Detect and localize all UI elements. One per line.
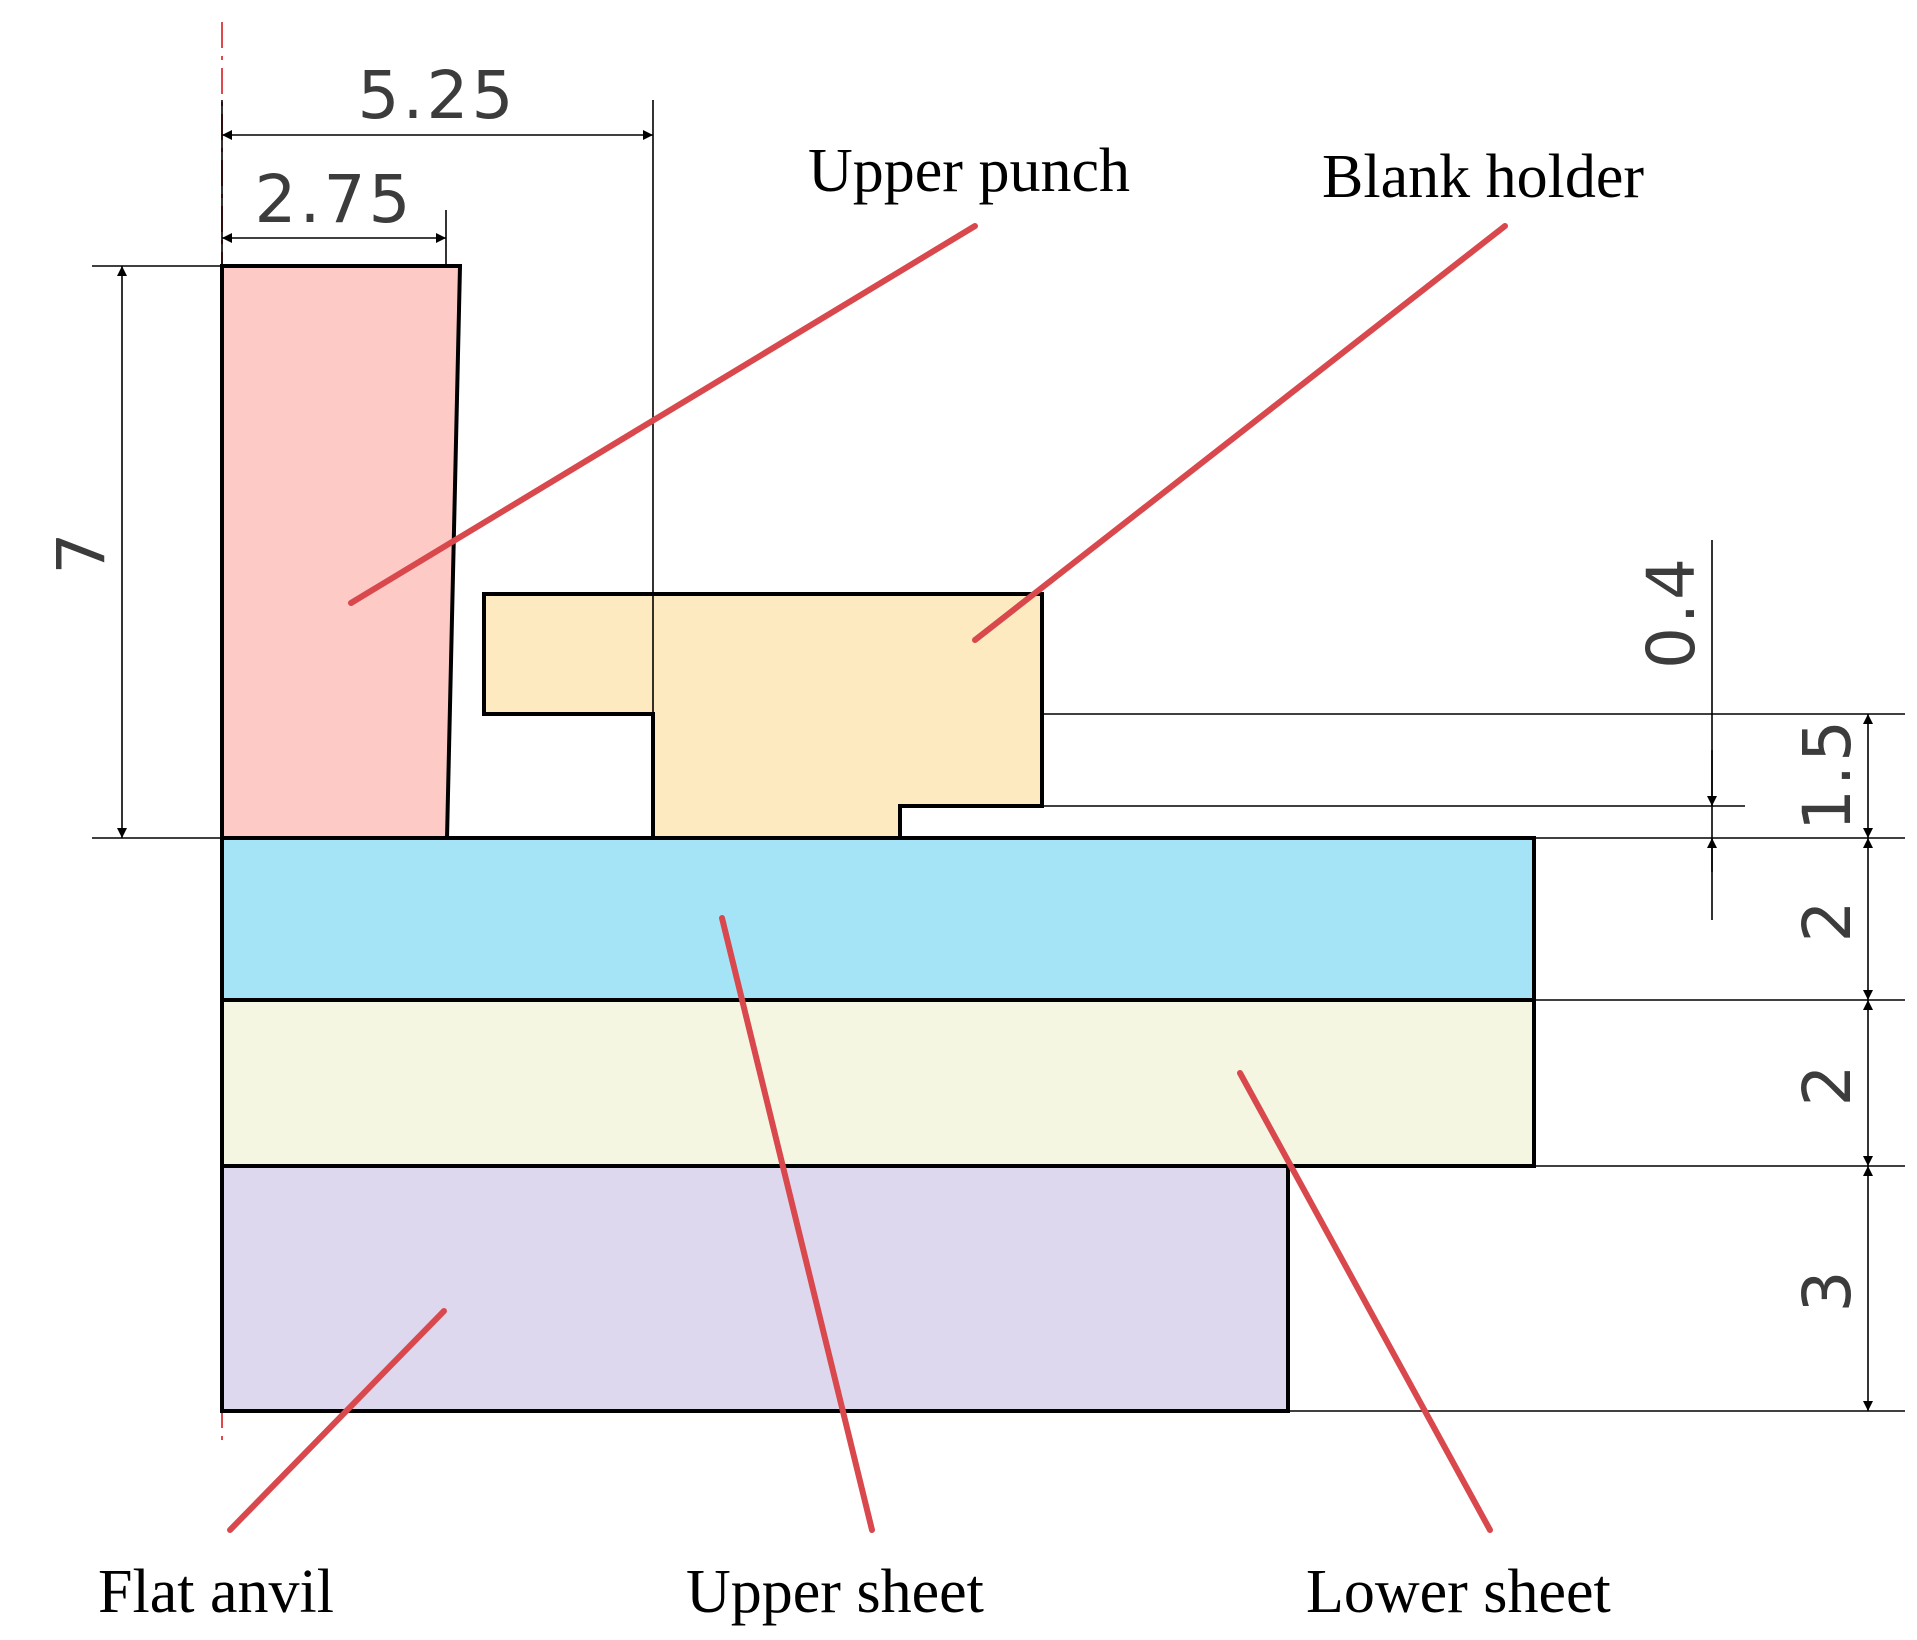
dim-holder-gap: 0.4 <box>1633 555 1710 669</box>
upper-sheet-shape <box>220 836 1536 1002</box>
lower-sheet-shape <box>220 998 1536 1168</box>
flat-anvil-shape <box>220 1164 1290 1413</box>
extension-lines <box>92 100 1905 1412</box>
blank-holder-shape <box>482 592 1044 840</box>
dim-holder-inner-radius: 5.25 <box>358 57 517 134</box>
label-flat-anvil: Flat anvil <box>98 1558 334 1626</box>
label-blank-holder: Blank holder <box>1322 143 1644 211</box>
leader-blank-holder <box>972 223 1508 643</box>
dim-lower-sheet-thickness: 2 <box>1789 1062 1866 1107</box>
leader-lines <box>227 223 1508 1533</box>
label-upper-sheet: Upper sheet <box>686 1558 984 1626</box>
label-upper-punch: Upper punch <box>808 137 1130 205</box>
leader-upper-punch <box>348 223 978 606</box>
upper-punch-shape <box>220 264 463 840</box>
leader-upper-sheet <box>719 915 875 1533</box>
dimension-lines <box>117 130 1873 1411</box>
dim-anvil-thickness: 3 <box>1789 1268 1866 1313</box>
dim-punch-height: 7 <box>43 530 120 575</box>
label-lower-sheet: Lower sheet <box>1306 1558 1611 1626</box>
dim-holder-step: 1.5 <box>1789 717 1866 831</box>
dim-punch-tip-width: 2.75 <box>255 161 414 238</box>
leader-lower-sheet <box>1237 1070 1493 1533</box>
dim-upper-sheet-thickness: 2 <box>1789 898 1866 943</box>
leader-flat-anvil <box>227 1308 447 1533</box>
